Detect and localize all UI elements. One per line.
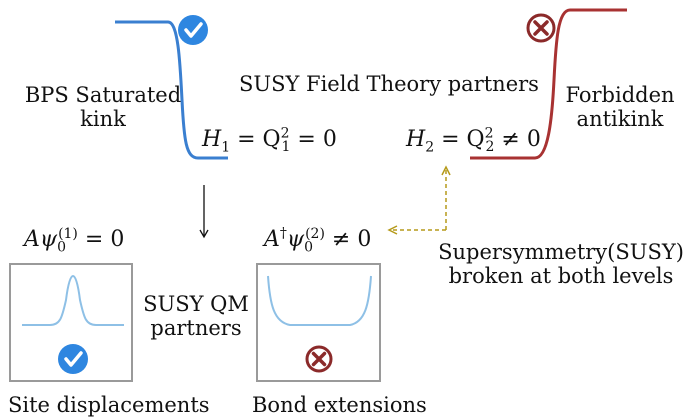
a1-operator: Aψ: [24, 227, 58, 252]
bps-label-line1: BPS Saturated: [24, 83, 182, 107]
susy-broken-line1: Supersymmetry(SUSY): [438, 240, 684, 264]
susy-qm-line2: partners: [150, 316, 242, 340]
h2-subscript: 2: [425, 139, 435, 156]
a2-equation: A†ψ0(2) ≠ 0: [264, 225, 372, 256]
bond-extensions-label: Bond extensions: [252, 393, 427, 417]
well-curve: [267, 275, 372, 326]
susy-qm-label: SUSY QM partners: [133, 292, 259, 340]
antikink-curve: [470, 8, 627, 160]
forbidden-label-line1: Forbidden: [565, 83, 675, 107]
peak-curve: [22, 275, 124, 326]
cross-circle-icon: [526, 13, 556, 43]
forbidden-label: Forbidden antikink: [545, 83, 695, 131]
kink-curve: [115, 20, 228, 160]
h2-middle: = Q: [434, 127, 485, 152]
dashed-arrowhead-up: [441, 165, 451, 176]
bps-label-line2: kink: [80, 107, 126, 131]
h1-middle: = Q: [230, 127, 281, 152]
a2-rhs: ≠ 0: [324, 227, 372, 252]
a2-dagger: †: [279, 225, 287, 242]
h2-symbol: H: [406, 127, 426, 152]
a1-equation: Aψ0(1) = 0: [24, 225, 125, 256]
check-circle-icon: [178, 15, 208, 45]
dashed-connector: [392, 170, 447, 231]
a2-subscript: 0: [304, 239, 314, 256]
site-displacements-label: Site displacements: [8, 393, 210, 417]
a2-operator: A: [264, 227, 280, 252]
h1-rhs: = 0: [290, 127, 337, 152]
h1-equation: H1 = Q21 = 0: [202, 125, 337, 156]
bps-label: BPS Saturated kink: [18, 83, 188, 131]
h1-subscript-q: 1: [281, 139, 291, 156]
cross-circle-icon: [305, 345, 333, 373]
susy-qm-line1: SUSY QM: [143, 292, 249, 316]
susy-broken-line2: broken at both levels: [448, 264, 674, 288]
h1-symbol: H: [202, 127, 222, 152]
a1-subscript: 0: [57, 239, 67, 256]
h2-subscript-q: 2: [485, 139, 495, 156]
h1-subscript: 1: [221, 139, 231, 156]
h2-equation: H2 = Q22 ≠ 0: [406, 125, 541, 156]
dashed-arrowhead-left: [387, 225, 398, 235]
susy-ft-label: SUSY Field Theory partners: [239, 72, 539, 96]
a1-superscript: (1): [58, 225, 78, 242]
h2-superscript: 2: [484, 125, 494, 142]
a1-rhs: = 0: [77, 227, 125, 252]
h1-superscript: 2: [280, 125, 290, 142]
forbidden-label-line2: antikink: [576, 107, 664, 131]
a2-psi: ψ: [286, 227, 305, 252]
check-circle-icon: [58, 344, 88, 374]
h2-rhs: ≠ 0: [494, 127, 541, 152]
a2-superscript: (2): [305, 225, 325, 242]
susy-broken-label: Supersymmetry(SUSY) broken at both level…: [426, 240, 696, 288]
down-arrow: [199, 185, 209, 239]
